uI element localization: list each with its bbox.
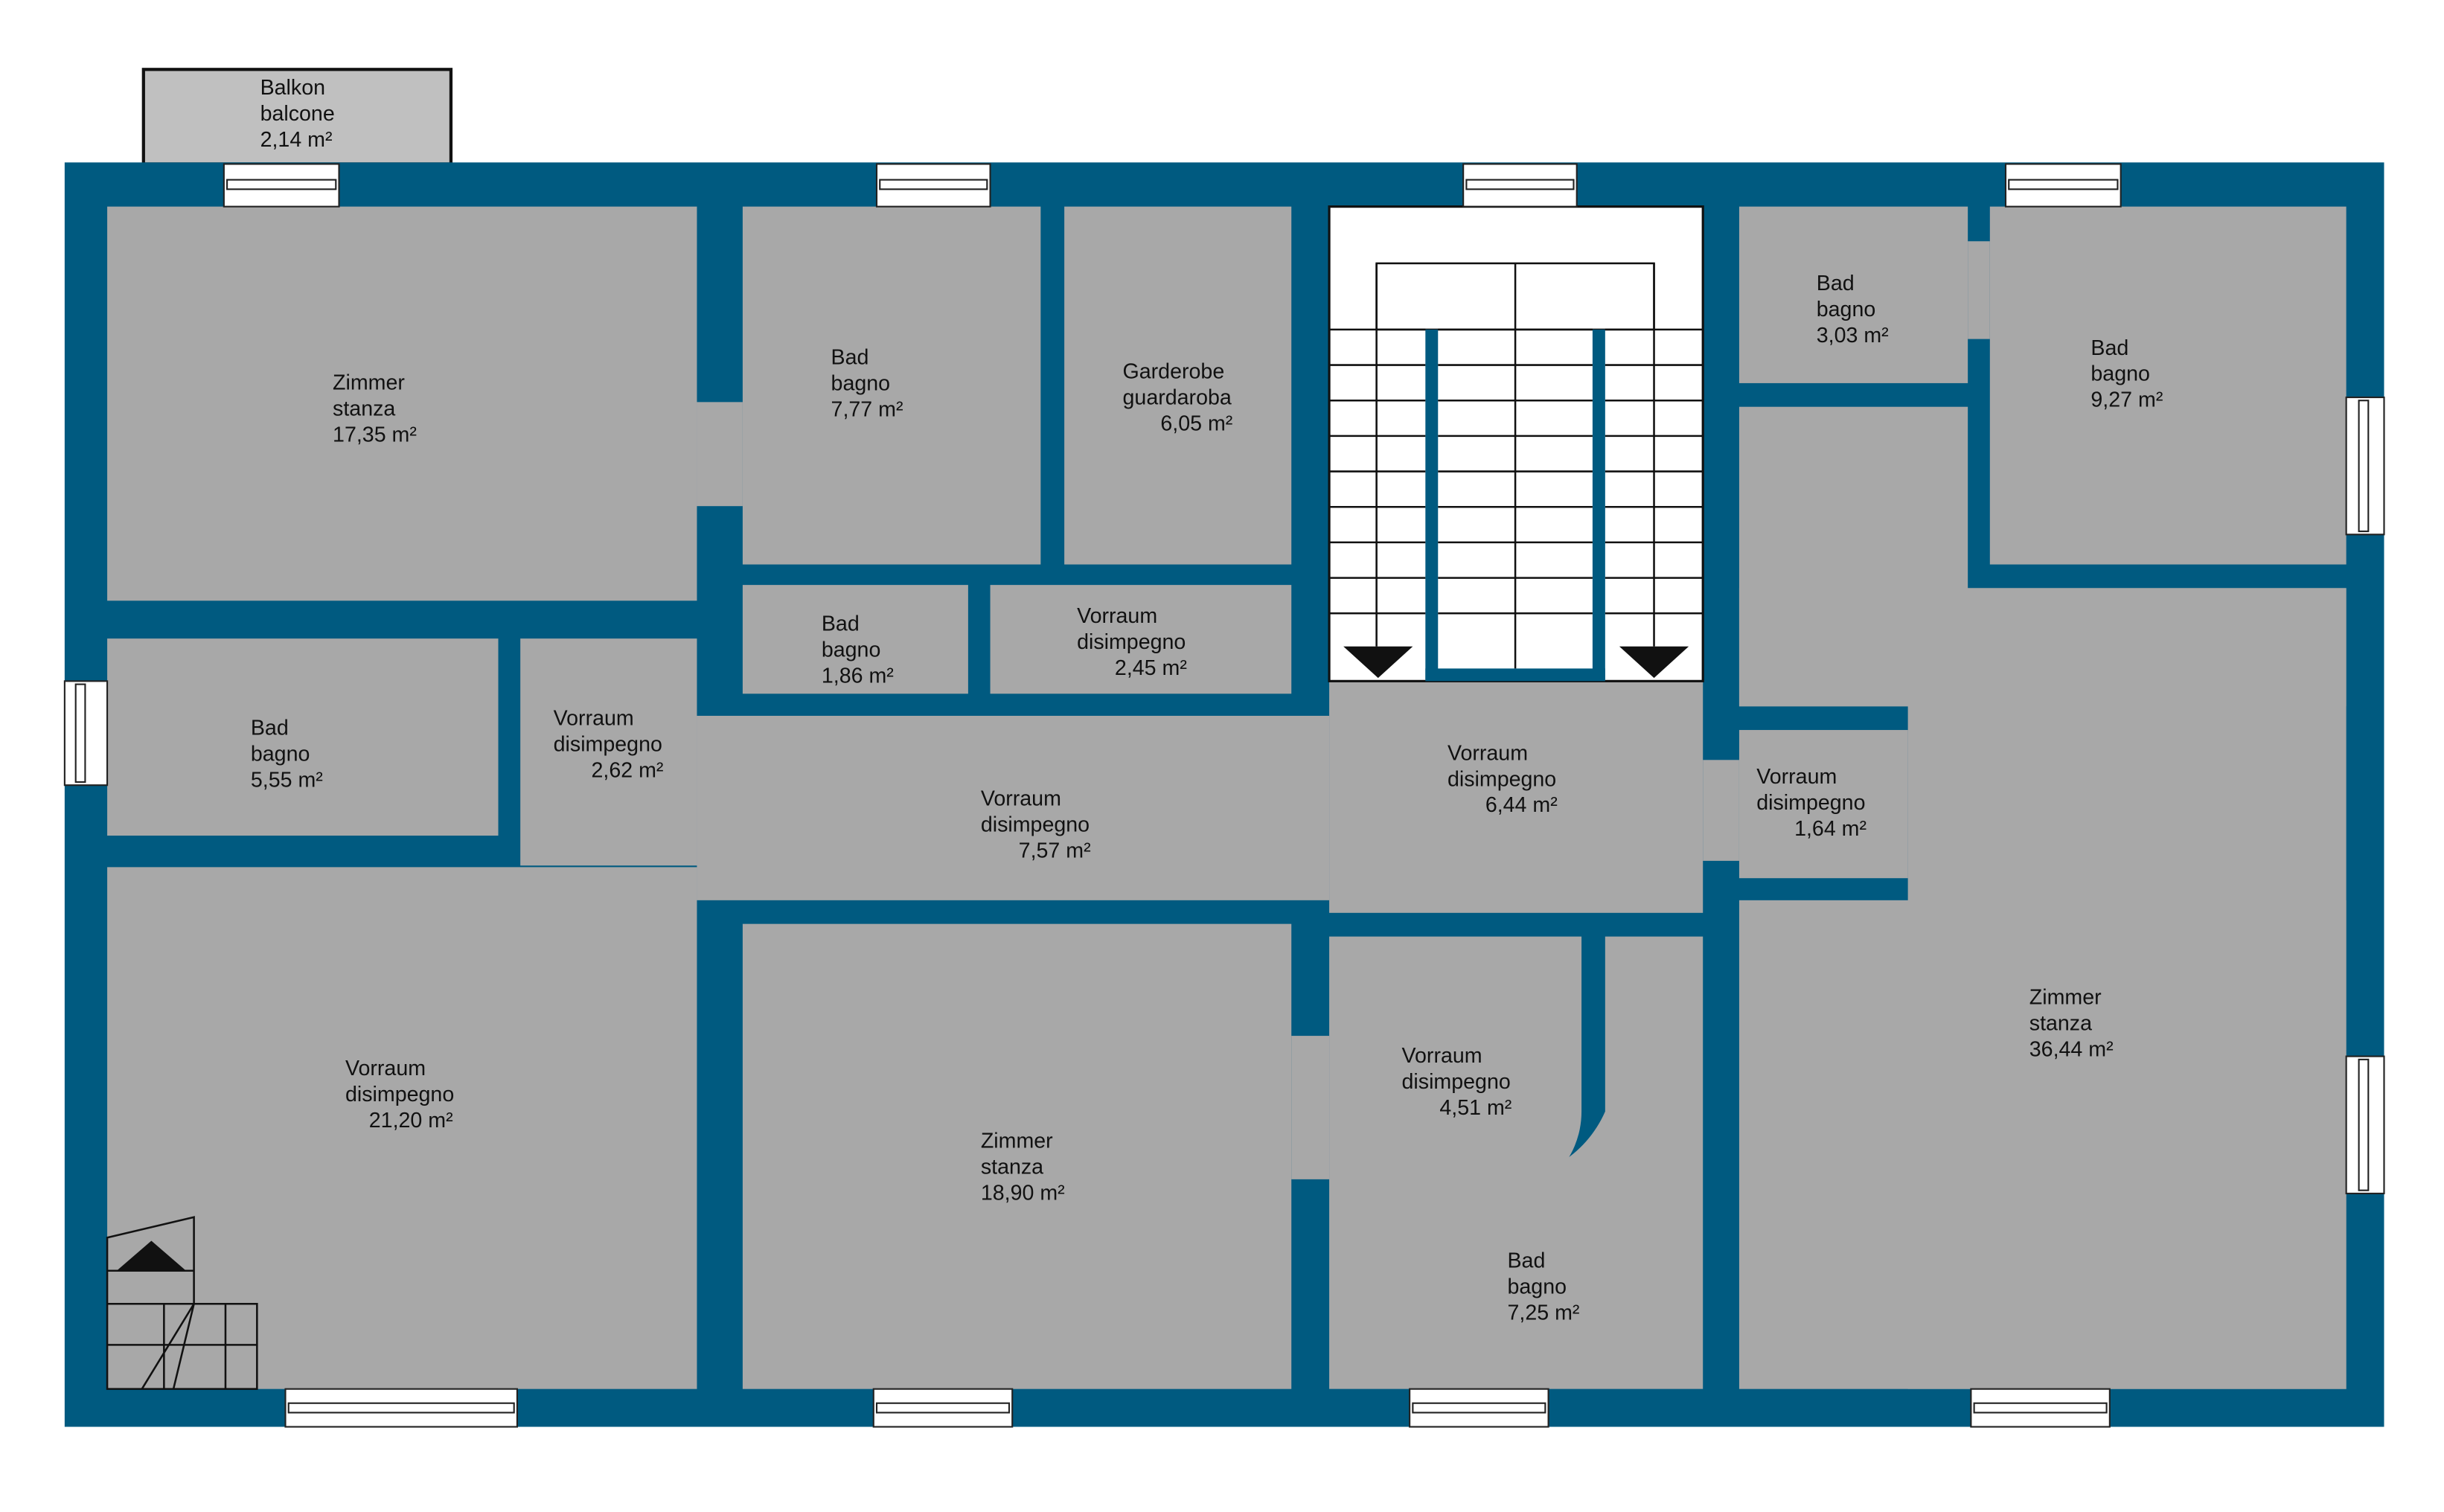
room-name-de: Balkon bbox=[260, 76, 325, 100]
room-area: 21,20 m² bbox=[369, 1109, 453, 1133]
room-area: 7,25 m² bbox=[1507, 1301, 1579, 1324]
rooms bbox=[107, 205, 2347, 1389]
room-area: 17,35 m² bbox=[333, 423, 417, 446]
room-name-de: Vorraum bbox=[1077, 604, 1157, 628]
room-name-de: Vorraum bbox=[554, 707, 634, 731]
room-area: 6,44 m² bbox=[1485, 793, 1558, 817]
room-label-vorraum6: Vorraum disimpegno 21,20 m² bbox=[345, 1057, 454, 1133]
room-name-it: guardaroba bbox=[1123, 386, 1232, 410]
room-name-it: stanza bbox=[981, 1155, 1043, 1179]
room-name-it: disimpegno bbox=[1756, 791, 1865, 815]
room-name-it: disimpegno bbox=[1447, 767, 1556, 791]
room-name-it: stanza bbox=[2029, 1012, 2092, 1036]
room-name-it: disimpegno bbox=[345, 1083, 454, 1106]
room-name-de: Bad bbox=[822, 612, 860, 636]
staircase bbox=[106, 262, 1704, 1390]
room-name-de: Bad bbox=[2090, 336, 2128, 360]
room-area: 7,57 m² bbox=[1019, 839, 1091, 863]
room-area: 1,86 m² bbox=[822, 664, 894, 688]
room-name-de: Zimmer bbox=[2029, 986, 2102, 1010]
room-name-de: Zimmer bbox=[981, 1129, 1053, 1153]
room-area: 1,64 m² bbox=[1794, 817, 1866, 841]
room-area: 2,62 m² bbox=[592, 759, 664, 783]
room-label-bad2: Bad bagno 3,03 m² bbox=[1817, 272, 1889, 347]
room-name-it: disimpegno bbox=[1402, 1070, 1511, 1094]
room-label-zimmer1: Zimmer stanza 17,35 m² bbox=[333, 371, 417, 446]
room-area: 5,55 m² bbox=[251, 768, 323, 792]
room-name-de: Bad bbox=[1507, 1249, 1545, 1273]
room-area: 4,51 m² bbox=[1439, 1096, 1511, 1120]
room-area: 2,14 m² bbox=[260, 128, 333, 152]
room-name-de: Vorraum bbox=[981, 787, 1061, 811]
room-name-it: bagno bbox=[2090, 362, 2150, 386]
room-name-it: disimpegno bbox=[1077, 630, 1186, 654]
room-name-it: balcone bbox=[260, 102, 335, 126]
windows bbox=[63, 163, 2385, 1428]
room-name-de: Vorraum bbox=[1402, 1044, 1482, 1068]
room-name-it: disimpegno bbox=[981, 813, 1090, 837]
room-name-de: Bad bbox=[1817, 272, 1855, 295]
room-name-it: stanza bbox=[333, 397, 395, 420]
balcony bbox=[141, 68, 453, 166]
room-name-it: bagno bbox=[1817, 298, 1876, 321]
room-name-de: Bad bbox=[251, 716, 289, 740]
room-area: 2,45 m² bbox=[1115, 656, 1187, 680]
room-name-it: bagno bbox=[1507, 1275, 1567, 1298]
arrow-down-icon bbox=[1343, 646, 1413, 679]
room-name-de: Zimmer bbox=[333, 371, 405, 394]
room-name-de: Garderobe bbox=[1123, 360, 1225, 384]
room-name-it: bagno bbox=[822, 638, 881, 662]
room-name-de: Vorraum bbox=[1447, 741, 1528, 765]
arrow-up-icon bbox=[116, 1240, 187, 1271]
room-area: 3,03 m² bbox=[1817, 324, 1889, 347]
room-name-it: disimpegno bbox=[554, 733, 662, 757]
room-name-de: Vorraum bbox=[1756, 765, 1837, 789]
arrow-down-icon bbox=[1619, 646, 1689, 679]
room-area: 9,27 m² bbox=[2090, 388, 2163, 412]
room-area: 18,90 m² bbox=[981, 1181, 1065, 1205]
room-name-it: bagno bbox=[831, 371, 891, 395]
room-name-de: Bad bbox=[831, 346, 869, 370]
room-area: 36,44 m² bbox=[2029, 1038, 2114, 1062]
room-name-de: Vorraum bbox=[345, 1057, 426, 1080]
room-name-it: bagno bbox=[251, 742, 310, 766]
room-area: 6,05 m² bbox=[1160, 411, 1232, 435]
room-area: 7,77 m² bbox=[831, 397, 903, 421]
